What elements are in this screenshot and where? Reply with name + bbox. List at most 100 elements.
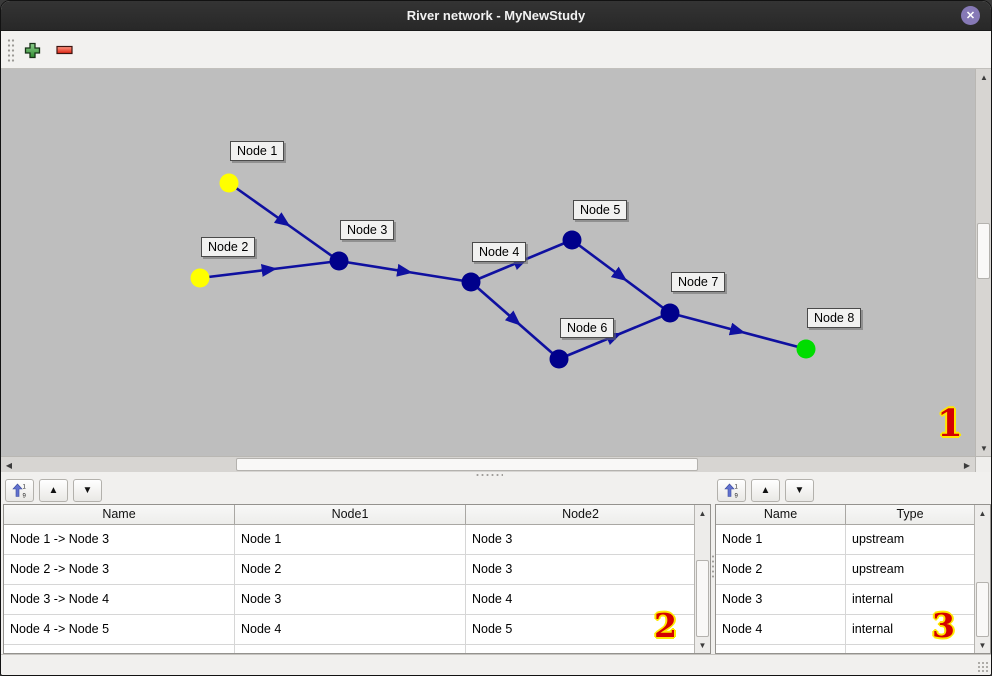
node-circle[interactable] [562,230,582,250]
node-label[interactable]: Node 4 [472,242,527,262]
remove-minus-icon [55,45,73,55]
node-circle[interactable] [796,339,816,359]
table-cell[interactable]: Node 1 [235,525,466,555]
node-label[interactable]: Node 1 [230,141,285,161]
canvas-horizontal-scrollbar[interactable]: ◀ ▶ [1,456,975,472]
table-cell[interactable]: Node 1 [716,525,846,555]
table-cell[interactable]: Node 2 -> Node 3 [4,555,235,585]
node-label[interactable]: Node 3 [340,220,395,240]
table-cell[interactable]: Node 3 [466,525,696,555]
table-cell[interactable]: internal [846,585,975,615]
table-cell[interactable]: internal [846,615,975,645]
edge-line[interactable] [470,281,560,360]
table-cell[interactable]: Node 2 [235,555,466,585]
add-button[interactable] [22,40,42,60]
node-label[interactable]: Node 2 [201,237,256,257]
scroll-down-icon[interactable]: ▼ [980,443,988,453]
toolbar-drag-handle[interactable] [7,38,15,62]
edge-line[interactable] [228,181,340,263]
node-circle[interactable] [190,268,210,288]
table-cell[interactable]: upstream [846,525,975,555]
scroll-up-icon[interactable]: ▲ [980,72,988,82]
links-move-down-button[interactable]: ▼ [73,479,102,502]
horizontal-scroll-thumb[interactable] [236,458,698,471]
nodes-scroll-thumb[interactable] [976,582,989,637]
table-row-partial[interactable] [716,645,990,653]
scroll-down-icon[interactable]: ▼ [978,640,987,650]
nodes-move-down-button[interactable]: ▼ [785,479,814,502]
edge-line[interactable] [669,311,807,351]
close-icon: ✕ [965,10,976,22]
scroll-down-icon[interactable]: ▼ [698,640,707,650]
table-cell[interactable]: Node 1 -> Node 3 [4,525,235,555]
links-sort-button[interactable]: 1 9 [5,479,34,502]
table-cell[interactable]: Node 4 [466,585,696,615]
resize-grip-icon[interactable] [977,661,989,673]
scroll-up-icon[interactable]: ▲ [698,508,707,518]
canvas-vertical-scrollbar[interactable]: ▲ ▼ [975,69,991,456]
table-cell[interactable]: Node 2 [716,555,846,585]
move-up-icon: ▲ [48,485,59,496]
nodes-sort-button[interactable]: 1 9 [717,479,746,502]
table-cell[interactable]: Node 3 [466,555,696,585]
column-header[interactable]: Name [716,505,846,525]
table-row-partial[interactable] [4,645,710,653]
node-circle[interactable] [329,251,349,271]
remove-button[interactable] [54,40,74,60]
horizontal-splitter[interactable] [1,472,991,477]
nodes-table-scrollbar[interactable]: ▲ ▼ [974,505,990,653]
table-cell[interactable]: upstream [846,555,975,585]
close-button[interactable]: ✕ [961,6,980,25]
table-cell[interactable]: Node 3 [235,585,466,615]
links-move-up-button[interactable]: ▲ [39,479,68,502]
node-circle[interactable] [461,272,481,292]
table-cell[interactable]: Node 3 -> Node 4 [4,585,235,615]
column-header[interactable]: Type [846,505,975,525]
edge-line[interactable] [338,259,472,284]
links-table-scrollbar[interactable]: ▲ ▼ [694,505,710,653]
scroll-up-icon[interactable]: ▲ [978,508,987,518]
table-cell [846,645,975,653]
status-bar [1,654,991,675]
node-circle[interactable] [549,349,569,369]
move-up-icon: ▲ [760,485,771,496]
nodes-move-up-button[interactable]: ▲ [751,479,780,502]
node-label[interactable]: Node 6 [560,318,615,338]
column-header[interactable]: Name [4,505,235,525]
node-label[interactable]: Node 8 [807,308,862,328]
vertical-scroll-thumb[interactable] [977,223,990,279]
river-network-canvas[interactable]: Node 1 Node 2 Node 3 Node 4 Node 5 Node 6 Node… [1,69,975,456]
node-circle[interactable] [219,173,239,193]
node-circle[interactable] [660,303,680,323]
svg-text:9: 9 [23,494,27,499]
column-header[interactable]: Node1 [235,505,466,525]
table-cell[interactable]: Node 4 [235,615,466,645]
edge-line[interactable] [558,311,671,361]
column-header[interactable]: Node2 [466,505,696,525]
scroll-right-icon[interactable]: ▶ [963,460,971,470]
node-label[interactable]: Node 5 [573,200,628,220]
table-cell[interactable]: Node 3 [716,585,846,615]
links-scroll-thumb[interactable] [696,560,709,637]
svg-text:9: 9 [735,494,739,499]
table-cell[interactable]: Node 4 -> Node 5 [4,615,235,645]
table-cell[interactable]: Node 4 [716,615,846,645]
vertical-splitter-handle[interactable] [711,554,716,580]
edge-line[interactable] [199,259,340,280]
title-bar[interactable]: River network - MyNewStudy ✕ [1,1,991,31]
node-label[interactable]: Node 7 [671,272,726,292]
edge-line[interactable] [571,238,671,315]
scroll-left-icon[interactable]: ◀ [5,460,13,470]
table-cell[interactable]: Node 5 [466,615,696,645]
move-down-icon: ▼ [82,485,93,496]
